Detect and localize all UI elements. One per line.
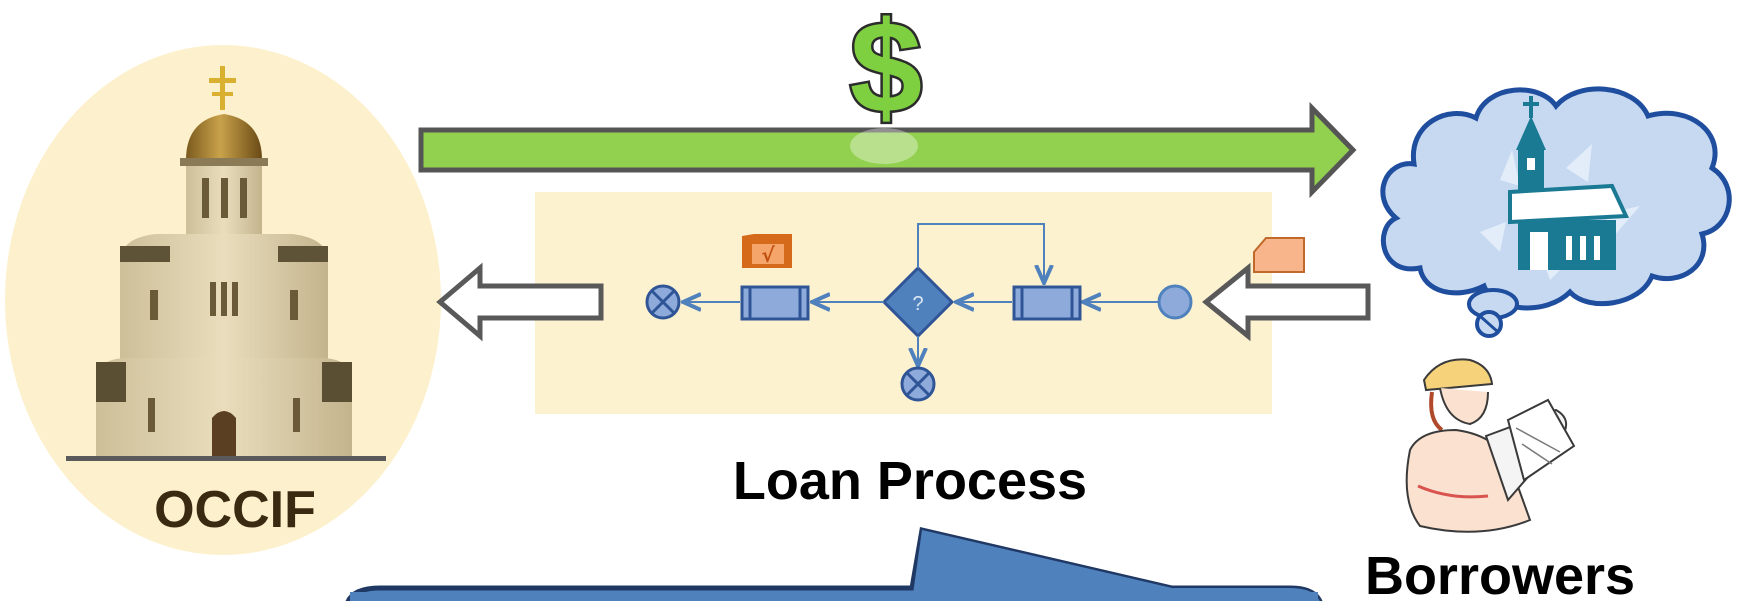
- review-task: [1012, 285, 1082, 321]
- approved-end-event: [645, 284, 681, 320]
- occif-label: OCCIF: [154, 481, 316, 539]
- return-arrow-left: [436, 262, 604, 342]
- approved-document-icon: √: [742, 234, 792, 268]
- start-event: [1157, 284, 1193, 320]
- loan-process-label: Loan Process: [732, 451, 1088, 511]
- application-document-icon: [1253, 237, 1305, 273]
- cathedral-icon: [66, 66, 386, 461]
- svg-text:$: $: [850, 0, 922, 140]
- borrowers-label: Borrowers: [1364, 546, 1636, 606]
- svg-text:?: ?: [912, 293, 923, 315]
- request-arrow-right: [1202, 262, 1371, 342]
- svg-text:√: √: [761, 243, 775, 267]
- architect-with-blueprints-icon: [1405, 358, 1576, 533]
- money-flow-arrow: [418, 101, 1357, 199]
- dollar-sign-icon: $: [847, 0, 925, 164]
- approve-task: [740, 285, 810, 321]
- reject-end-event: [900, 366, 936, 402]
- bpmn-flow: ? √: [645, 223, 1305, 402]
- church-thought-cloud-icon: [1380, 86, 1732, 338]
